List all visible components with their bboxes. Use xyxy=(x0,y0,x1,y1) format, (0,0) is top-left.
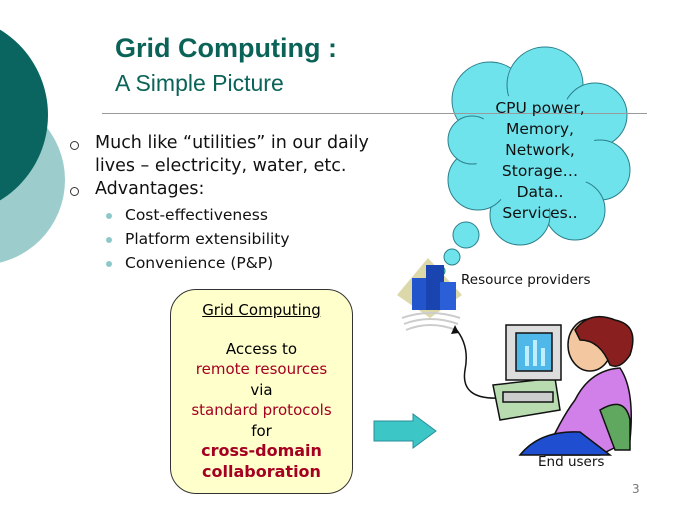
bullet-utilities: Much like “utilities” in our daily lives… xyxy=(95,132,369,178)
right-arrow-icon xyxy=(373,413,437,449)
title-divider xyxy=(102,113,647,114)
cloud-resources-text: CPU power, Memory, Network, Storage… Dat… xyxy=(470,98,610,224)
sub-bullet-dot-icon xyxy=(106,261,112,267)
dark-circle-decor xyxy=(0,29,48,201)
bullet-line: lives – electricity, water, etc. xyxy=(95,156,347,176)
box-line: for xyxy=(251,421,272,440)
box-line: Access to xyxy=(225,339,298,358)
thought-cloud-icon xyxy=(434,46,631,277)
bullet-advantages: Advantages: xyxy=(95,179,205,199)
bullet-circle-icon xyxy=(70,187,79,196)
cloud-line: Network, xyxy=(505,141,575,159)
building-icon xyxy=(397,258,462,331)
sub-bullet: Platform extensibility xyxy=(125,230,290,248)
resource-providers-label: Resource providers xyxy=(461,272,591,288)
sub-bullet: Cost-effectiveness xyxy=(125,206,268,224)
box-line: collaboration xyxy=(202,461,321,481)
slide-title: Grid Computing : xyxy=(115,33,337,63)
box-line: remote resources xyxy=(195,360,328,378)
slide-subtitle: A Simple Picture xyxy=(115,70,284,96)
cloud-line: Memory, xyxy=(506,120,574,138)
box-heading: Grid Computing xyxy=(202,301,321,319)
box-line: cross-domain xyxy=(201,441,322,460)
end-user-computer-icon xyxy=(492,315,634,456)
page-number: 3 xyxy=(632,482,640,496)
grid-computing-definition-box: Grid Computing Access to remote resource… xyxy=(170,289,353,494)
end-users-label: End users xyxy=(538,454,605,470)
cloud-line: CPU power, xyxy=(495,99,585,117)
bullet-circle-icon xyxy=(70,141,79,150)
cloud-line: Data.. xyxy=(516,183,564,201)
bullet-line: Much like “utilities” in our daily xyxy=(95,133,369,153)
cloud-line: Services.. xyxy=(502,204,578,222)
sub-bullet: Convenience (P&P) xyxy=(125,254,274,272)
box-line: via xyxy=(250,380,273,399)
box-line: standard protocols xyxy=(191,401,332,419)
cloud-line: Storage… xyxy=(501,162,579,180)
connection-arrow xyxy=(454,327,501,399)
sub-bullet-dot-icon xyxy=(106,237,112,243)
sub-bullet-dot-icon xyxy=(106,213,112,219)
